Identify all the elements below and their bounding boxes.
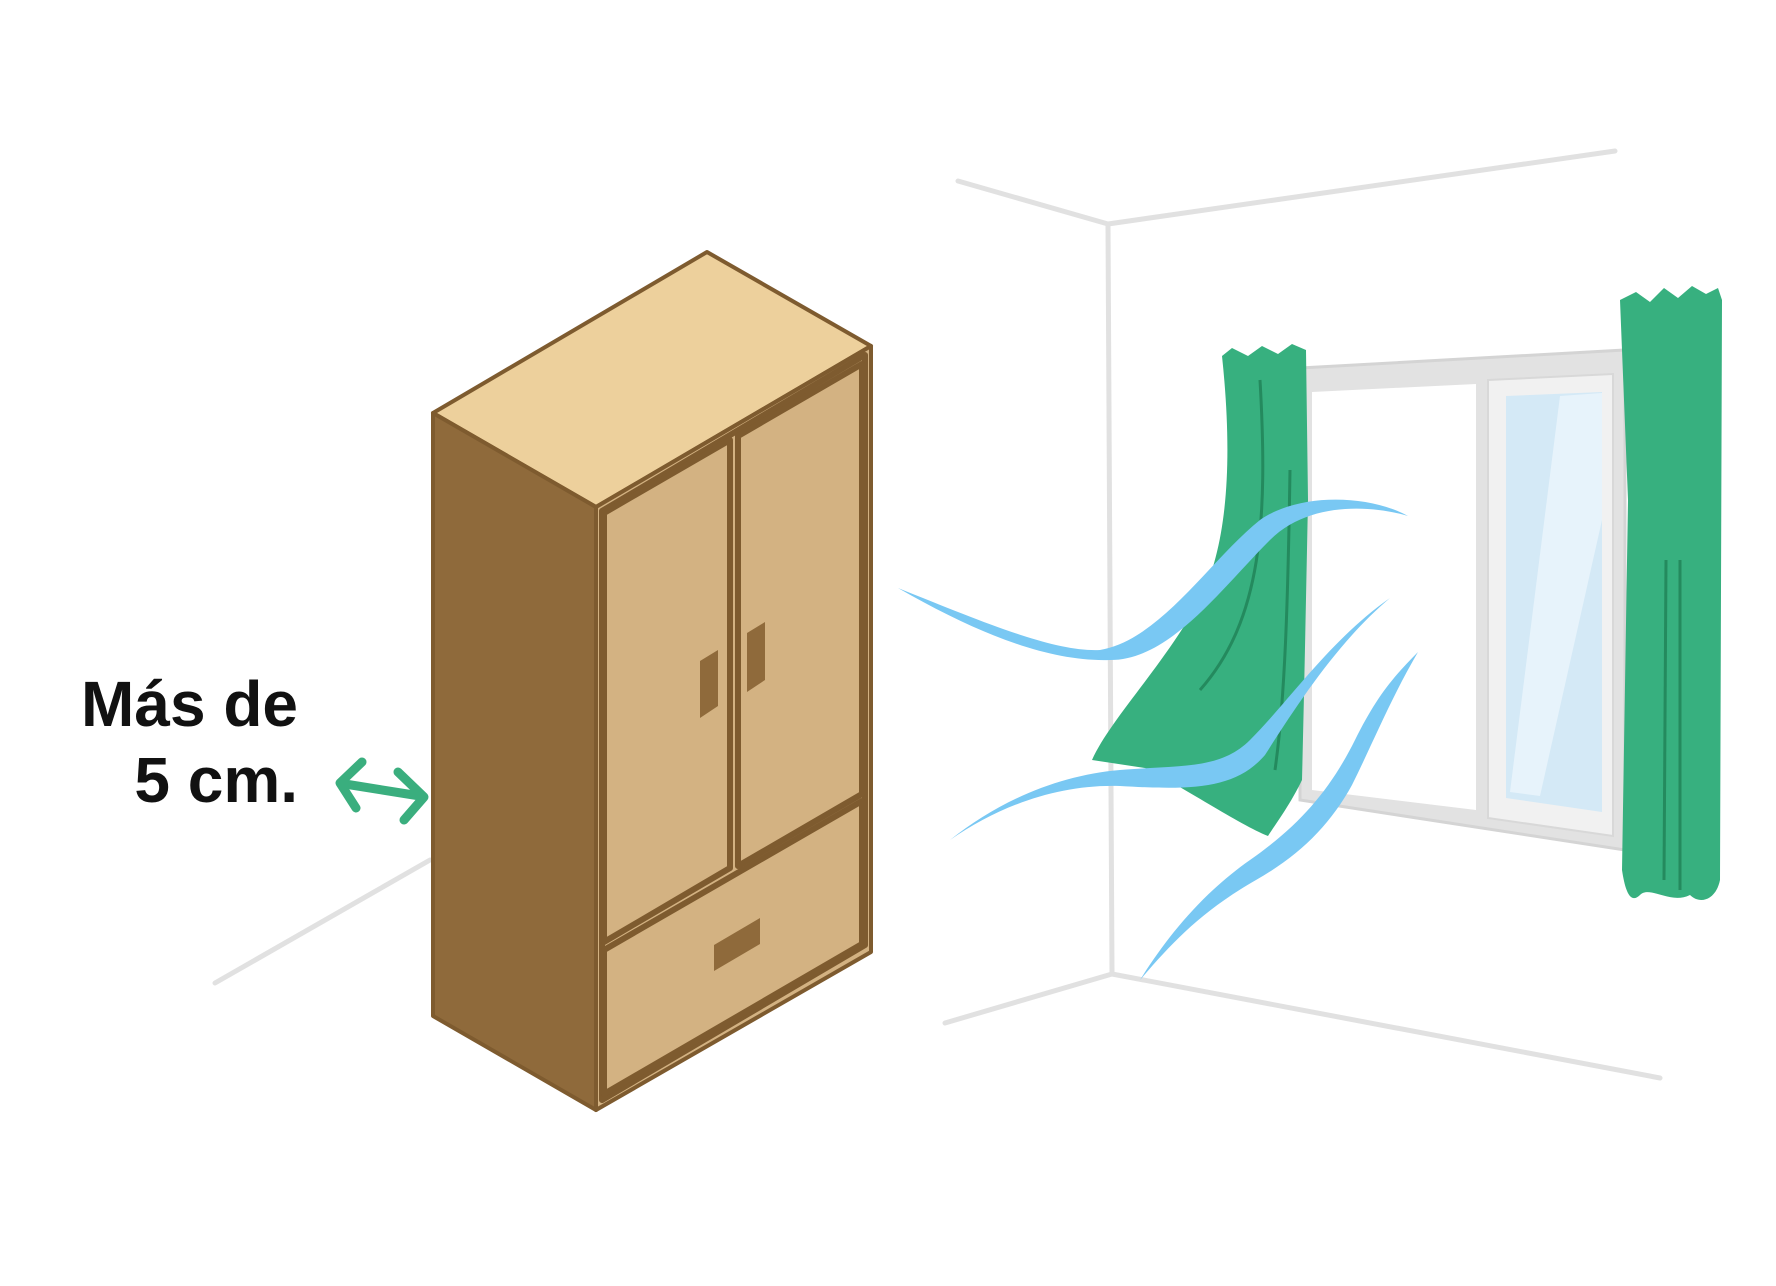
arrow-right-head	[393, 767, 429, 825]
floor-left-line	[942, 971, 1115, 1026]
left-curtain-fold	[1198, 379, 1265, 691]
arrow-left-head	[335, 757, 367, 813]
wardrobe-icon	[431, 250, 873, 1112]
curtain-icon	[1092, 286, 1722, 900]
left-curtain	[1092, 344, 1308, 836]
right-curtain	[1620, 286, 1722, 900]
distance-label-line-2: 5 cm.	[134, 744, 298, 816]
wardrobe-side	[431, 411, 598, 1112]
drawer-handle	[714, 918, 760, 971]
wind-icon	[898, 499, 1418, 980]
ceiling-left-line	[955, 178, 1111, 227]
wind-stream-bottom	[1140, 652, 1418, 980]
double-headed-arrow-icon	[335, 757, 429, 825]
arrow-shaft	[340, 779, 425, 801]
window-left-pane	[1312, 384, 1476, 810]
ceiling-right-line	[1105, 148, 1618, 227]
glass-reflection	[1510, 393, 1602, 796]
left-door-handle	[700, 650, 718, 718]
right-door-handle	[747, 622, 765, 692]
wardrobe-right-door	[735, 361, 865, 869]
distance-label-line-1: Más de	[81, 668, 298, 740]
floor-right-line	[1109, 971, 1663, 1081]
window-icon	[1298, 348, 1627, 852]
right-curtain-fold	[1662, 559, 1668, 881]
wind-stream-top	[898, 499, 1408, 661]
room-corner-line	[1105, 221, 1115, 977]
room-lines	[212, 148, 1663, 1081]
left-floor-line	[212, 857, 433, 986]
wardrobe-left-door	[601, 437, 733, 945]
